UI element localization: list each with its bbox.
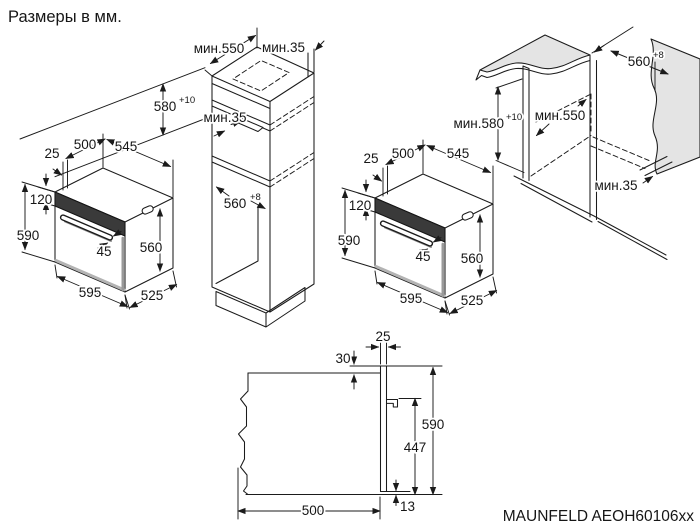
page-title: Размеры в мм. [8,8,122,26]
dim-base-cabinet-niche-width-tol: +8 [653,50,664,61]
dim-left-oven-height: 590 [17,228,40,243]
dim-side-bottom-offset: 13 [400,499,415,514]
dim-left-oven-side-height: 560 [140,240,163,255]
dim-right-oven-height: 590 [338,233,361,248]
dim-tall-cabinet-rear-gap: мин.35 [262,40,305,55]
base-cabinet-drawing [475,26,700,261]
dim-right-oven-handle-depth: 45 [415,249,430,264]
dim-side-door-thickness: 25 [375,329,390,344]
dim-tall-cabinet-vent-gap: мин.35 [203,110,246,125]
dim-right-oven-door-gap: 25 [363,151,378,166]
model-number: MAUNFELD AEOH60106xx [503,508,694,525]
dim-side-top-offset: 30 [335,351,350,366]
dim-base-cabinet-rear-gap: мин.35 [594,178,637,193]
dim-tall-cabinet-min-depth: мин.550 [194,41,245,56]
oven-isometric-right [342,140,497,315]
dim-side-height: 590 [422,417,445,432]
dim-base-cabinet-niche-width: 560 [628,54,651,69]
tall-cabinet-drawing [19,27,325,328]
dim-right-oven-depth-body: 500 [392,146,415,161]
dim-right-oven-panel-height: 120 [349,198,372,213]
dim-left-oven-door-gap: 25 [44,146,59,161]
dim-side-handle-to-bottom: 447 [404,440,427,455]
dim-tall-cabinet-niche-width-tol: +8 [250,192,261,203]
dim-right-oven-side-depth: 525 [461,293,484,308]
dim-left-oven-width: 595 [79,285,102,300]
dim-right-oven-width: 595 [400,291,423,306]
dim-base-cabinet-min-depth: мин.550 [535,108,586,123]
dim-right-oven-side-height: 560 [461,251,484,266]
dim-left-oven-depth-total: 545 [115,139,138,154]
dim-tall-cabinet-niche-height: 580 [154,99,177,114]
dim-tall-cabinet-niche-width: 560 [224,196,247,211]
dim-left-oven-handle-depth: 45 [96,244,111,259]
dim-base-cabinet-niche-height: мин.580 [453,116,504,131]
dim-left-oven-side-depth: 525 [141,288,164,303]
dim-side-depth: 500 [302,503,325,518]
dim-base-cabinet-niche-height-tol: +10 [506,112,522,123]
side-profile-drawing [237,341,443,520]
dim-tall-cabinet-niche-height-tol: +10 [179,95,195,106]
dim-left-oven-depth-body: 500 [74,137,97,152]
labels: Размеры в мм. MAUNFELD AEOH60106xx 25 50… [8,8,696,527]
dim-left-oven-panel-height: 120 [30,192,53,207]
dim-right-oven-depth-total: 545 [447,146,470,161]
